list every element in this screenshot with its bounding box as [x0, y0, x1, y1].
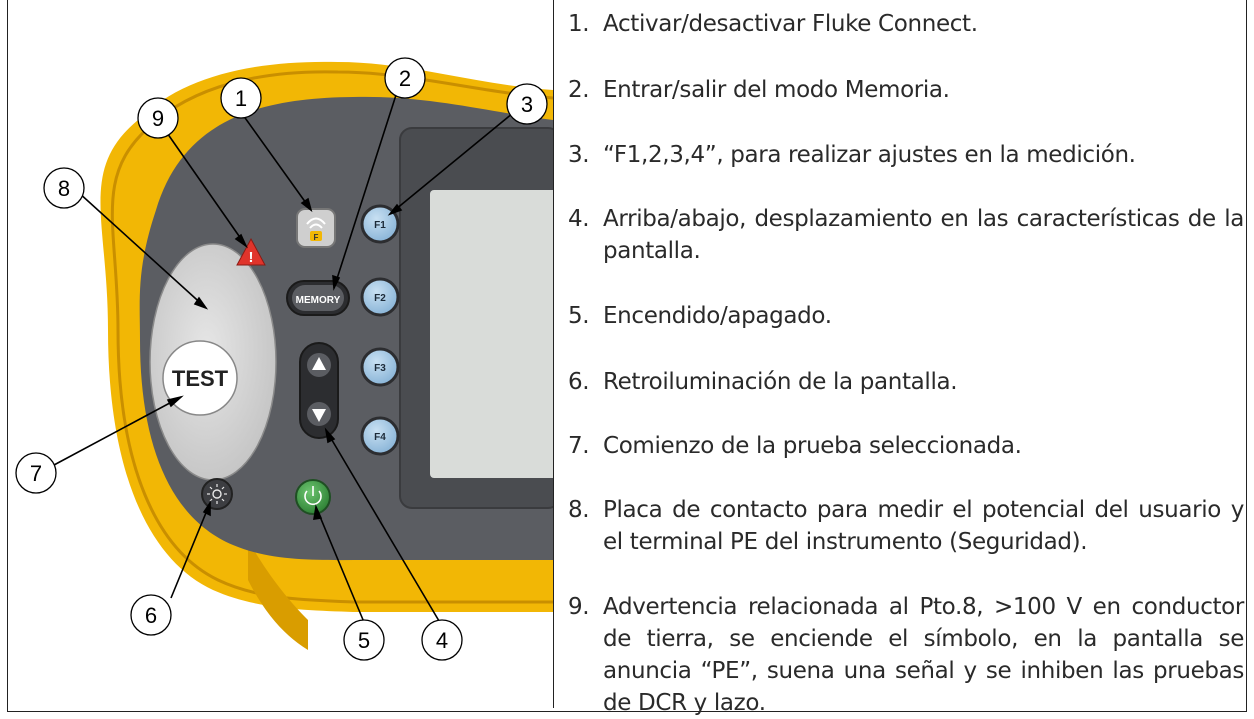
fluke-connect-button	[296, 208, 336, 248]
legend-item: 5. Encendido/apagado.	[568, 303, 832, 329]
memory-button-label: MEMORY	[296, 295, 341, 306]
legend-item: 1. Activar/desactivar Fluke Connect.	[568, 11, 978, 37]
callout-1: 1	[235, 86, 247, 111]
legend-item: 2. Entrar/salir del modo Memoria.	[568, 77, 950, 103]
legend-item: 9. Advertencia relacionada al Pto.8, >10…	[568, 594, 1244, 716]
callout-4: 4	[436, 628, 448, 653]
callout-5: 5	[358, 628, 370, 653]
power-button	[295, 479, 331, 515]
svg-text:F3: F3	[374, 363, 386, 374]
screen	[430, 190, 553, 478]
callout-9: 9	[152, 106, 164, 131]
callout-3: 3	[521, 92, 533, 117]
callout-8: 8	[58, 176, 70, 201]
housing-edge	[110, 70, 553, 604]
wireless-mark: F	[314, 233, 319, 242]
legend-item: 8. Placa de contacto para medir el poten…	[568, 497, 1244, 555]
sun-icon	[207, 484, 227, 504]
svg-text:F4: F4	[374, 432, 386, 443]
test-button-label: TEST	[172, 366, 229, 391]
callout-6: 6	[145, 603, 157, 628]
legend-item: 6. Retroiluminación de la pantalla.	[568, 369, 958, 395]
legend-item: 7. Comienzo de la prueba seleccionada.	[568, 433, 1022, 459]
column-divider	[553, 0, 554, 708]
svg-text:F1: F1	[374, 220, 386, 231]
warning-triangle-icon	[236, 237, 266, 266]
callout-2: 2	[399, 66, 411, 91]
f3-button	[360, 347, 400, 387]
f4-button	[360, 416, 400, 456]
backlight-button	[201, 478, 233, 510]
arrow-up-icon	[312, 357, 326, 370]
svg-text:!: !	[249, 249, 254, 266]
f2-button	[360, 277, 400, 317]
legend-item: 4. Arriba/abajo, desplazamiento en las c…	[568, 206, 1244, 264]
power-icon	[304, 490, 322, 506]
svg-text:F2: F2	[374, 293, 386, 304]
device-illustration: TEST ! F MEMORY F1 F2 F3 F4	[8, 0, 553, 708]
callout-7: 7	[30, 461, 42, 486]
arrow-down-icon	[312, 409, 326, 422]
legend-item: 3. “F1,2,3,4”, para realizar ajustes en …	[568, 142, 1136, 168]
